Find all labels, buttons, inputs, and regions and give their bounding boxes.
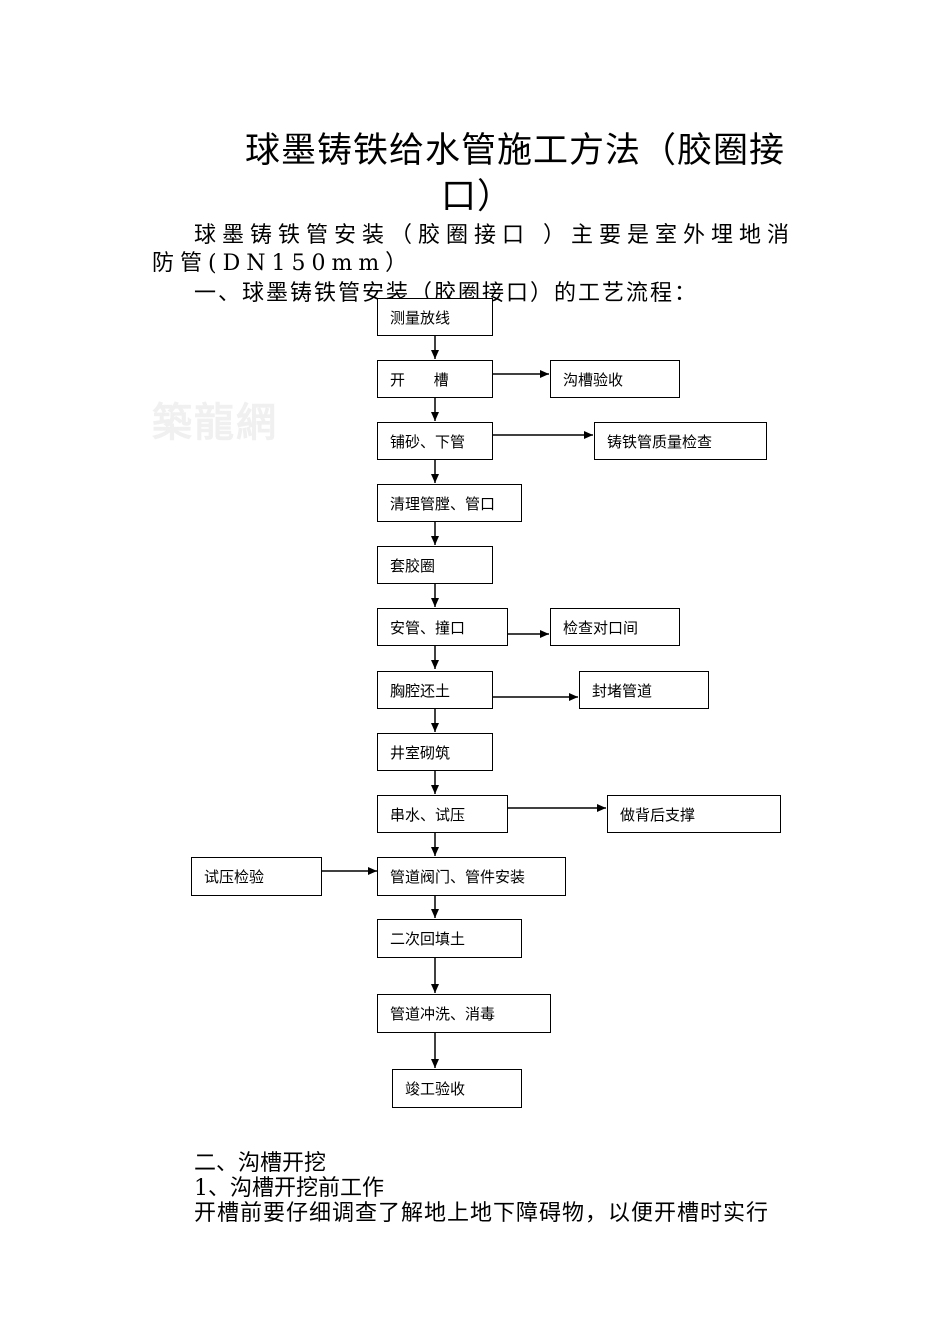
flow-left-test-inspection: 试压检验 <box>191 857 322 896</box>
flow-step-valves: 管道阀门、管件安装 <box>377 857 566 896</box>
flow-step-trench: 开 槽 <box>377 360 493 398</box>
flow-side-joint-gap: 检查对口间 <box>550 608 680 646</box>
title-line-1: 球墨铸铁给水管施工方法（胶圈接 <box>245 131 786 171</box>
section-2-heading: 二、沟槽开挖 <box>194 1151 327 1176</box>
subsection-1-heading: 1、沟槽开挖前工作 <box>194 1176 384 1201</box>
flow-side-plug-pipe: 封堵管道 <box>579 671 709 709</box>
title-line-2: 口） <box>441 177 514 217</box>
flow-side-back-support: 做背后支撑 <box>607 795 781 833</box>
flow-side-pipe-quality: 铸铁管质量检查 <box>594 422 767 460</box>
intro-paragraph: 球墨铸铁管安装（胶圈接口 ）主要是室外埋地消防管(DN150mm） <box>152 223 795 276</box>
flow-step-install: 安管、撞口 <box>377 608 508 646</box>
flow-step-acceptance: 竣工验收 <box>392 1069 522 1108</box>
flow-step-sand-pipe: 铺砂、下管 <box>377 422 493 460</box>
flow-step-pressure-test: 串水、试压 <box>377 795 508 833</box>
flow-step-well: 井室砌筑 <box>377 733 493 771</box>
flow-step-flush: 管道冲洗、消毒 <box>377 994 551 1033</box>
flow-step-ring: 套胶圈 <box>377 546 493 584</box>
watermark: 築龍網 <box>152 399 278 446</box>
flow-step-survey: 测量放线 <box>377 298 493 336</box>
flow-side-trench-inspection: 沟槽验收 <box>550 360 680 398</box>
flow-step-backfill: 胸腔还土 <box>377 671 493 709</box>
document-title: 球墨铸铁给水管施工方法（胶圈接 口） <box>245 128 805 220</box>
flow-step-clean: 清理管膛、管口 <box>377 484 522 522</box>
flow-step-second-backfill: 二次回填土 <box>377 919 522 958</box>
body-text: 开槽前要仔细调查了解地上地下障碍物，以便开槽时实行 <box>194 1201 770 1226</box>
